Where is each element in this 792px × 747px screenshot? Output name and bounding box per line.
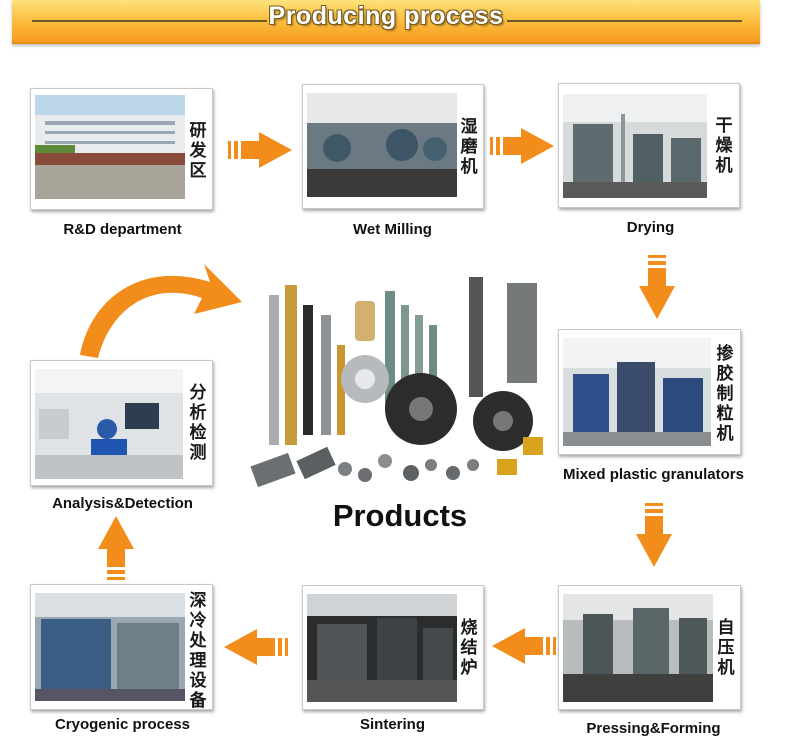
arrow-analysis-to-products bbox=[80, 264, 242, 358]
cn-label-wet: 湿磨机 bbox=[460, 117, 478, 177]
arrow-dry-to-mix bbox=[639, 255, 675, 319]
card-wet: 湿磨机 bbox=[302, 84, 484, 209]
arrow-sinter-to-cryo bbox=[224, 629, 288, 665]
banner-line-right bbox=[507, 20, 742, 22]
label-sinter: Sintering bbox=[359, 716, 425, 733]
cn-label-mix: 掺胶制粒机 bbox=[716, 344, 734, 444]
products-title: Products bbox=[332, 498, 468, 533]
arrow-mix-to-press bbox=[636, 503, 672, 567]
label-wet: Wet Milling bbox=[353, 221, 432, 238]
photo-cryo bbox=[35, 593, 185, 701]
photo-dry bbox=[563, 94, 707, 198]
photo-press bbox=[563, 594, 713, 702]
banner-line-left bbox=[32, 20, 267, 22]
page-title: Producing process bbox=[268, 2, 504, 30]
header-banner: Producing process bbox=[12, 0, 760, 44]
label-analysis: Analysis&Detection bbox=[52, 495, 193, 512]
arrow-rd-to-wet bbox=[228, 132, 292, 168]
label-press: Pressing&Forming bbox=[586, 720, 721, 737]
label-mix: Mixed plastic granulators bbox=[563, 466, 744, 483]
cn-label-cryo: 深冷处理设备 bbox=[189, 591, 207, 711]
card-mix: 掺胶制粒机 bbox=[558, 329, 741, 455]
arrow-wet-to-dry bbox=[490, 128, 554, 164]
card-press: 自压机 bbox=[558, 585, 741, 710]
card-dry: 干燥机 bbox=[558, 83, 740, 208]
arrow-press-to-sinter bbox=[492, 628, 556, 664]
photo-analysis bbox=[35, 369, 183, 479]
photo-wet bbox=[307, 93, 457, 197]
cn-label-analysis: 分析检测 bbox=[189, 383, 207, 463]
products-illustration bbox=[225, 255, 550, 495]
cn-label-press: 自压机 bbox=[717, 618, 735, 678]
cn-label-sinter: 烧结炉 bbox=[460, 618, 478, 678]
card-rd: 研发区 bbox=[30, 88, 213, 210]
label-rd: R&D department bbox=[63, 221, 182, 238]
cn-label-dry: 干燥机 bbox=[715, 116, 733, 176]
photo-sinter bbox=[307, 594, 457, 702]
photo-mix bbox=[563, 338, 711, 446]
card-sinter: 烧结炉 bbox=[302, 585, 484, 710]
card-cryo: 深冷处理设备 bbox=[30, 584, 213, 711]
arrow-cryo-to-analysis bbox=[98, 516, 134, 580]
cn-label-rd: 研发区 bbox=[189, 121, 207, 181]
card-analysis: 分析检测 bbox=[30, 360, 213, 486]
label-dry: Drying bbox=[626, 219, 675, 236]
label-cryo: Cryogenic process bbox=[54, 716, 191, 733]
photo-rd bbox=[35, 95, 185, 199]
